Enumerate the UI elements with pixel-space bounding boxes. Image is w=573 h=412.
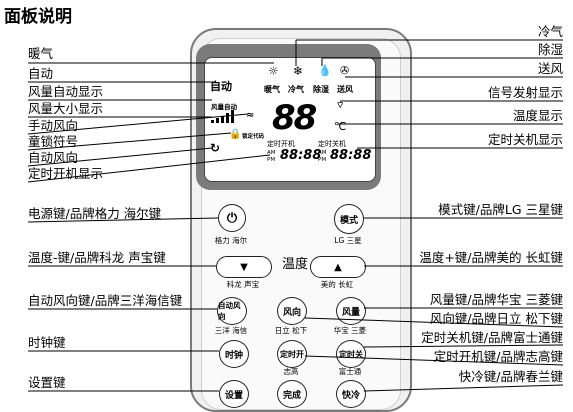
leader-line xyxy=(27,113,249,135)
sun-icon: ☼ xyxy=(268,64,279,78)
label-auto-swing-key: 自动风向键/品牌三洋海信键 xyxy=(28,293,183,308)
label-auto: 自动 xyxy=(28,66,54,81)
label-clock-key: 时钟键 xyxy=(28,335,66,350)
snowflake-icon: ❄ xyxy=(293,64,304,78)
label-fan-mode: 送风 xyxy=(537,61,563,76)
power-button[interactable]: ⏻ xyxy=(218,204,246,232)
temp-plus-button[interactable]: ▲ xyxy=(310,256,366,278)
lcd-am-off: AM xyxy=(318,150,327,156)
lcd-temp-unit: ℃ xyxy=(334,120,347,133)
label-set-key: 设置键 xyxy=(28,375,66,390)
label-child-lock: 童锁符号 xyxy=(28,134,79,149)
temp-minus-button[interactable]: ▼ xyxy=(216,256,272,278)
label-heat: 暖气 xyxy=(28,46,54,61)
label-fan-key: 风量键/品牌华宝 三菱键 xyxy=(429,292,563,307)
mode-button-sub: LG 三星 xyxy=(334,236,362,245)
temp-minus-sub: 科龙 声宝 xyxy=(226,280,260,289)
leader-line xyxy=(304,317,564,328)
label-auto-swing: 自动风向 xyxy=(28,150,79,165)
label-dry: 除湿 xyxy=(537,42,563,57)
leader-line xyxy=(27,154,271,183)
lcd-timer-off-time: 88:88 xyxy=(330,148,372,163)
temp-plus-sub: 美的 长虹 xyxy=(320,280,354,289)
lcd-auto-mode: 自动 xyxy=(210,80,232,93)
label-manual-swing: 手动风向 xyxy=(28,118,79,133)
timer-on-sub: 志高 xyxy=(283,367,299,376)
leader-lines xyxy=(27,39,564,392)
triangle-down-icon: ▼ xyxy=(240,261,248,273)
leader-line xyxy=(304,355,564,366)
label-quick-cool-key: 快冷键/品牌春兰键 xyxy=(458,369,563,384)
label-timer-on-key: 定时开机键/品牌志高键 xyxy=(433,349,563,364)
lcd-mode-heat: 暖气 xyxy=(264,85,280,94)
label-signal-display: 信号发射显示 xyxy=(487,85,563,100)
lcd-timer-off-label: 定时关机 xyxy=(318,140,346,148)
timer-off-button[interactable]: 定时关 xyxy=(336,340,366,368)
auto-swing-button[interactable]: 自动风向 xyxy=(217,297,247,325)
label-power-key: 电源键/品牌格力 海尔键 xyxy=(28,206,162,221)
lcd-timer-on-time: 88:88 xyxy=(280,148,322,163)
leader-line xyxy=(27,132,232,151)
label-fan-auto-display: 风量自动显示 xyxy=(28,84,104,99)
lcd-temperature: 88 xyxy=(272,98,317,138)
leader-line xyxy=(27,147,213,167)
lcd-pm-off: PM xyxy=(318,157,327,163)
label-temp-plus-key: 温度+键/品牌美的 长虹键 xyxy=(419,250,563,265)
label-mode-key: 模式键/品牌LG 三星键 xyxy=(438,202,563,217)
droplet-icon: 💧 xyxy=(318,64,332,77)
swing-sub: 日立 松下 xyxy=(274,326,308,335)
fan-speed-sub: 华宝 三菱 xyxy=(333,326,367,335)
lcd-pm-on: PM xyxy=(267,157,276,163)
panel-title: 面板说明 xyxy=(4,7,72,27)
auto-swing-sub: 三洋 海信 xyxy=(214,326,248,335)
temp-label: 温度 xyxy=(282,257,309,272)
label-fan-size-display: 风量大小显示 xyxy=(28,101,104,116)
label-cool: 冷气 xyxy=(537,24,563,39)
timer-off-sub: 富士通 xyxy=(338,367,362,376)
fan-icon: ✇ xyxy=(340,64,350,77)
power-button-sub: 格力 海尔 xyxy=(214,236,248,245)
label-temp-minus-key: 温度-键/品牌科龙 声宝键 xyxy=(28,250,166,265)
swing-button[interactable]: 风向 xyxy=(277,297,307,325)
lcd-fan-auto: 风量自动 xyxy=(211,103,237,111)
lcd-am-on: AM xyxy=(267,150,276,156)
leader-line xyxy=(363,384,564,392)
leader-line xyxy=(27,217,219,223)
label-temp-display: 温度显示 xyxy=(512,108,563,123)
label-timer-off-display: 定时关机显示 xyxy=(487,132,563,147)
fan-speed-bars-icon xyxy=(211,110,234,123)
lcd-mode-fan: 送风 xyxy=(337,85,353,94)
label-timer-off-key: 定时关机键/品牌富士通键 xyxy=(421,330,563,345)
timer-on-button[interactable]: 定时开 xyxy=(277,340,307,368)
auto-swing-icon: ↻ xyxy=(210,141,221,155)
label-timer-on-display: 定时开机显示 xyxy=(28,166,104,181)
lcd-timer-on-label: 定时开机 xyxy=(267,140,295,148)
label-swing-key: 风向键/品牌日立 松下键 xyxy=(429,311,563,326)
lcd-mode-dry: 除湿 xyxy=(313,85,329,94)
signal-icon: ⌔ xyxy=(336,101,345,111)
leader-line xyxy=(363,344,564,348)
lcd-mode-cool: 冷气 xyxy=(288,85,304,94)
mode-button[interactable]: 模式 xyxy=(334,204,364,234)
triangle-up-icon: ▲ xyxy=(334,261,342,273)
manual-swing-icon: ≈ xyxy=(246,110,255,121)
clock-button[interactable]: 时钟 xyxy=(219,340,249,368)
child-lock-icon: 🔒 xyxy=(229,129,242,140)
lcd-lock-text: 锁定代码 xyxy=(242,134,265,140)
power-icon: ⏻ xyxy=(226,210,238,226)
